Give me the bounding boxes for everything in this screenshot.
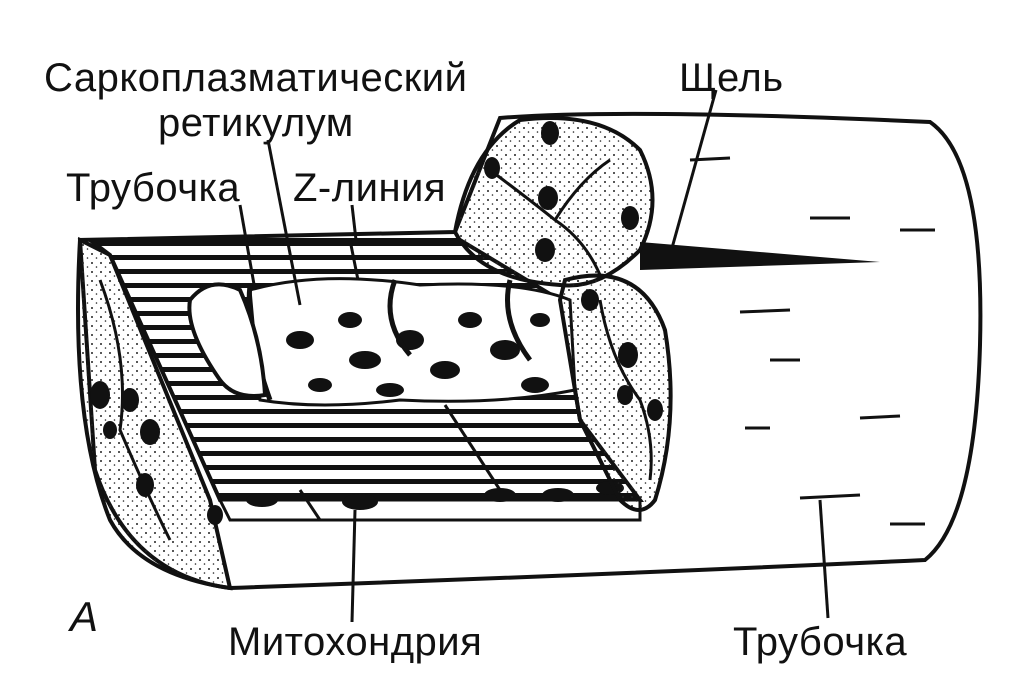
sarcoplasmic-reticulum-label-line1: Саркоплазматический (44, 56, 468, 100)
panel-letter: А (70, 593, 99, 640)
z-line-label: Z-линия (293, 166, 447, 210)
fiber-cut-face-right (557, 273, 673, 512)
tubule-cut-end (187, 282, 268, 398)
tubule-label-top: Трубочка (66, 166, 241, 210)
gap-cleft (640, 242, 880, 270)
tubule-label-bottom: Трубочка (733, 620, 908, 664)
sarcoplasmic-reticulum-label-line2: ретикулум (158, 101, 354, 145)
label-leader-lines (238, 89, 830, 623)
mitochondria-label: Митохондрия (228, 620, 483, 664)
fiber-cut-face-upper (452, 116, 655, 288)
gap-label: Щель (679, 56, 784, 100)
fiber-end-face (76, 236, 233, 591)
